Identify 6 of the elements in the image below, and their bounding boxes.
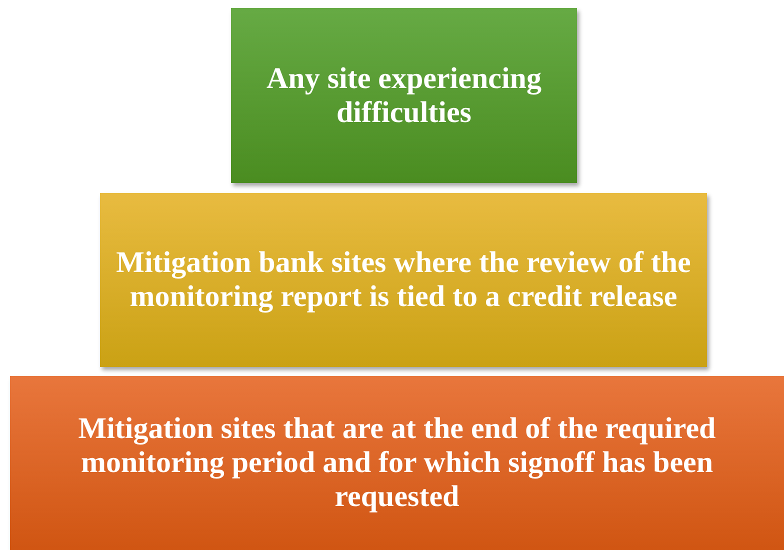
tier-box xyxy=(100,193,707,367)
tier-label: Mitigation bank sites where the review of the monitoring report is tied to a credit release xyxy=(115,246,692,314)
tier-box xyxy=(10,376,784,550)
tier-label: Any site experiencing difficulties xyxy=(266,62,542,130)
tier-label: Mitigation sites that are at the end of the required monitoring period and for which signoff has been requested xyxy=(77,412,717,514)
tier-box xyxy=(231,8,577,183)
